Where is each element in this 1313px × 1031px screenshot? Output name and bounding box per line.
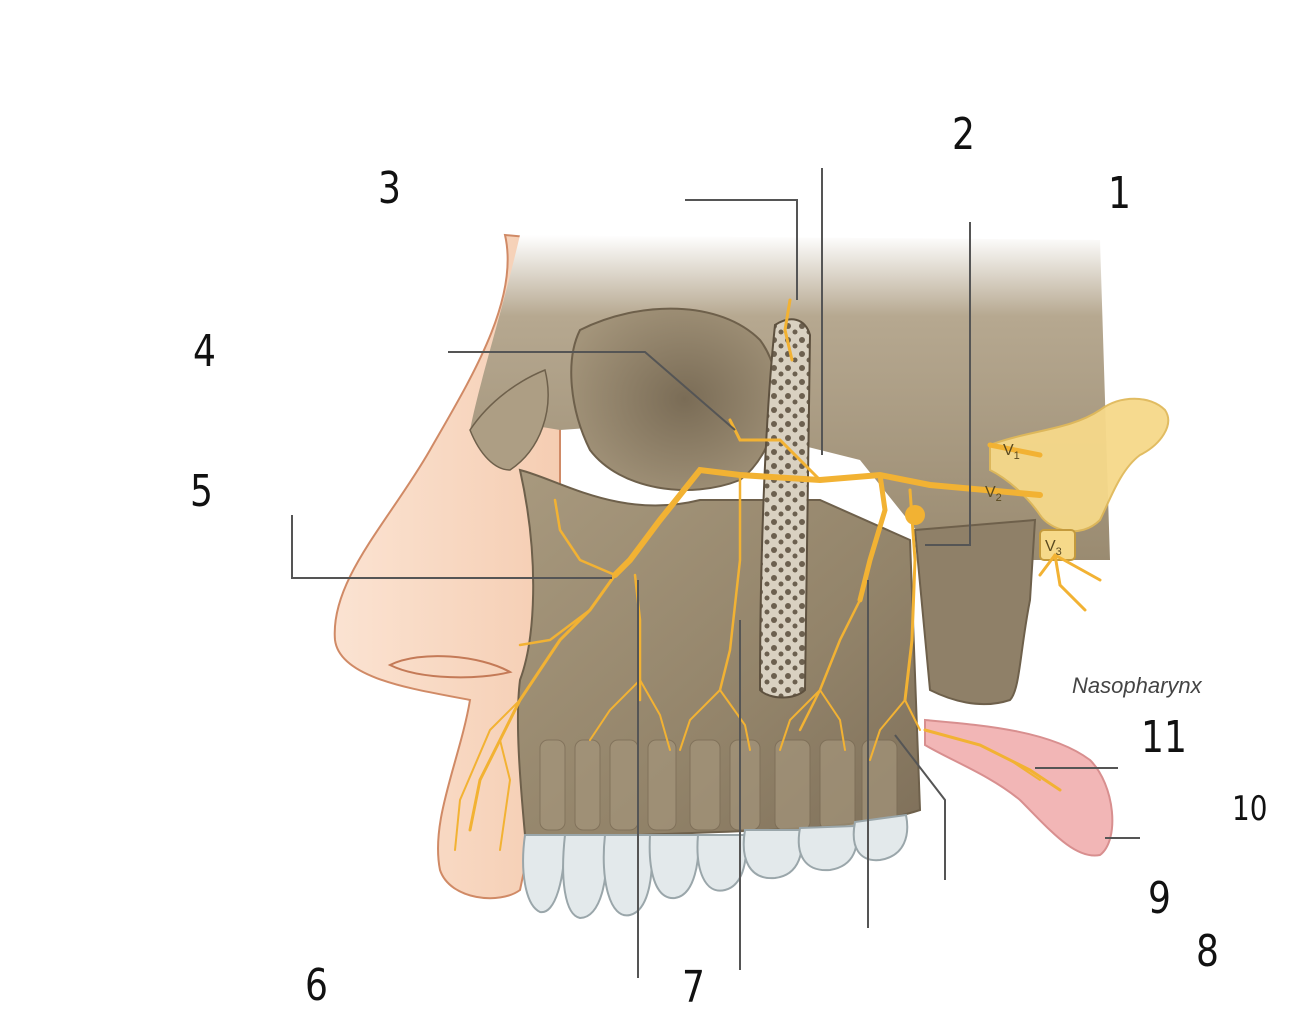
v2-label: V2 — [985, 484, 1002, 504]
label-1: 1 — [1108, 168, 1131, 219]
pterygoid-plate — [913, 518, 1037, 706]
soft-palate — [924, 718, 1114, 857]
pterygopalatine-ganglion — [905, 505, 925, 525]
label-11: 11 — [1141, 712, 1187, 763]
orbit — [570, 307, 779, 491]
zygomatic-section — [758, 318, 812, 699]
label-2: 2 — [952, 109, 975, 160]
label-5: 5 — [190, 466, 213, 517]
label-6: 6 — [305, 960, 328, 1011]
nostril — [387, 655, 513, 679]
tooth-roots — [539, 739, 898, 831]
nasopharynx-label: Nasopharynx — [1072, 673, 1203, 698]
label-9: 9 — [1148, 873, 1171, 924]
leader-lines — [291, 168, 1140, 978]
nerves — [454, 298, 1102, 851]
label-7: 7 — [682, 962, 705, 1013]
nasal-bone — [469, 368, 549, 471]
label-3: 3 — [378, 163, 401, 214]
label-10: 10 — [1232, 789, 1268, 829]
label-8: 8 — [1196, 926, 1219, 977]
label-4: 4 — [193, 326, 216, 377]
v1-label: V1 — [1003, 442, 1020, 462]
v3-label: V3 — [1045, 538, 1062, 558]
v3-root — [1039, 529, 1076, 561]
trigeminal-ganglion — [989, 397, 1170, 533]
